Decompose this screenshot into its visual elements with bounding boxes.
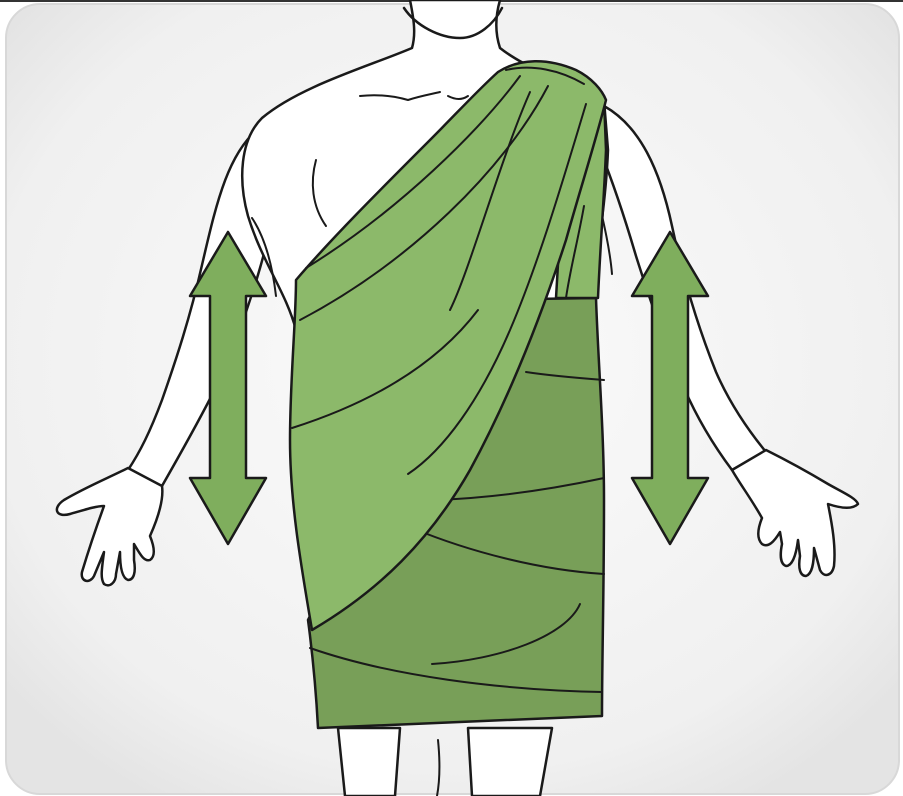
left-leg [338,728,400,796]
right-leg [468,728,552,796]
